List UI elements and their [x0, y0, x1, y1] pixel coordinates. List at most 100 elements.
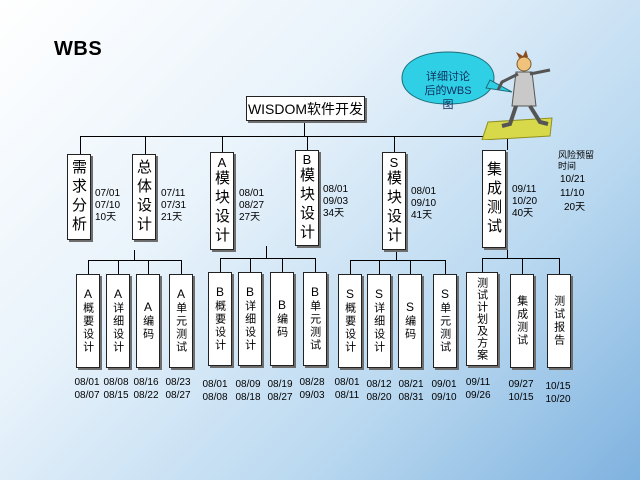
start-date: 08/23 — [163, 376, 193, 389]
duration: 27天 — [239, 212, 264, 224]
l2-node-integration-test: 集成测试 — [482, 150, 506, 248]
end-date: 10/20 — [512, 196, 537, 208]
connector-l3-8 — [315, 258, 316, 272]
l3-node-s-detail-design: S 详细设计 — [367, 274, 391, 368]
l3-node-b-coding: B 编码 — [270, 272, 294, 366]
l3-node-a-detail-design: A 详细设计 — [106, 274, 130, 368]
l2-prefix: A — [218, 156, 227, 169]
connector-s-bar — [350, 260, 445, 261]
risk-reserve-label: 风险预留时间 — [558, 150, 594, 172]
start-date: 10/21 — [560, 174, 585, 186]
connector-l3-13 — [482, 258, 483, 272]
l3-dates: 08/01 08/11 — [332, 376, 362, 402]
start-date: 08/01 — [200, 378, 230, 391]
l3-label: 详细设计 — [243, 300, 256, 352]
start-date: 09/11 — [463, 376, 493, 389]
l2-label: 总体设计 — [135, 159, 153, 235]
l3-dates: 08/16 08/22 — [131, 376, 161, 402]
connector-l2-4 — [307, 136, 308, 150]
duration: 20天 — [560, 202, 585, 214]
l2-label: 模块设计 — [298, 167, 316, 243]
connector-a-down — [134, 250, 135, 260]
end-date: 08/27 — [239, 200, 264, 212]
l3-dates: 08/12 08/20 — [364, 378, 394, 404]
connector-root-down — [304, 120, 305, 136]
connector-l3-10 — [379, 260, 380, 274]
l3-label: 概要设计 — [213, 300, 226, 352]
connector-l3-1 — [88, 260, 89, 274]
l3-label: 编码 — [403, 315, 416, 341]
start-date: 08/19 — [265, 378, 295, 391]
connector-l2-3 — [222, 136, 223, 152]
l2-label: 需求分析 — [70, 159, 88, 235]
l2-dates: 08/01 09/10 41天 — [411, 186, 436, 222]
l2-dates: 07/11 07/31 21天 — [161, 188, 186, 224]
start-date: 09/01 — [429, 378, 459, 391]
end-date: 09/26 — [463, 389, 493, 402]
duration: 40天 — [512, 208, 537, 220]
connector-b-bar — [220, 258, 315, 259]
risk-reserve-dates: 10/21 11/10 20天 — [560, 174, 585, 214]
l3-label: 集成测试 — [515, 295, 528, 347]
start-date: 07/01 — [95, 188, 120, 200]
l3-label: 详细设计 — [111, 302, 124, 354]
connector-l2-2 — [145, 136, 146, 154]
end-date: 09/03 — [323, 196, 348, 208]
l2-dates: 07/01 07/10 10天 — [95, 188, 120, 224]
l3-dates: 09/27 10/15 — [506, 378, 536, 404]
start-date: 08/01 — [239, 188, 264, 200]
l3-dates: 08/09 08/18 — [233, 378, 263, 404]
end-date: 08/15 — [101, 389, 131, 402]
start-date: 08/01 — [411, 186, 436, 198]
slide-title: WBS — [54, 38, 102, 61]
connector-l3-3 — [148, 260, 149, 274]
l3-node-test-report: 测试报告 — [547, 274, 571, 368]
start-date: 08/08 — [101, 376, 131, 389]
l3-node-a-coding: A 编码 — [136, 274, 160, 368]
l3-label: 测试报告 — [552, 295, 565, 347]
start-date: 10/15 — [543, 380, 573, 393]
duration: 21天 — [161, 212, 186, 224]
l3-node-s-coding: S 编码 — [398, 274, 422, 368]
l3-prefix: S — [375, 288, 383, 301]
l2-label: 模块设计 — [385, 170, 403, 246]
l3-dates: 08/21 08/31 — [396, 378, 426, 404]
l3-node-test-plan: 测试计划及方案 — [466, 272, 498, 366]
l3-node-s-outline-design: S 概要设计 — [338, 274, 362, 368]
start-date: 09/27 — [506, 378, 536, 391]
l2-node-module-b: B 模块设计 — [295, 150, 319, 246]
l3-prefix: S — [406, 301, 414, 314]
l3-node-integration-test: 集成测试 — [510, 274, 534, 368]
l3-label: 概要设计 — [81, 302, 94, 354]
l3-node-b-outline-design: B 概要设计 — [208, 272, 232, 366]
root-node: WISDOM软件开发 — [246, 96, 365, 121]
l3-label: 编码 — [275, 313, 288, 339]
start-date: 08/28 — [297, 376, 327, 389]
start-date: 08/16 — [131, 376, 161, 389]
l3-dates: 08/01 08/07 — [72, 376, 102, 402]
l3-dates: 10/15 10/20 — [543, 380, 573, 406]
end-date: 10/15 — [506, 391, 536, 404]
l3-prefix: A — [177, 288, 185, 301]
l3-prefix: A — [114, 288, 122, 301]
start-date: 08/12 — [364, 378, 394, 391]
connector-l3-15 — [559, 258, 560, 274]
end-date: 08/27 — [163, 389, 193, 402]
l3-prefix: B — [216, 286, 224, 299]
l3-dates: 08/23 08/27 — [163, 376, 193, 402]
l3-prefix: A — [84, 288, 92, 301]
l3-dates: 08/08 08/15 — [101, 376, 131, 402]
l3-label: 单元测试 — [438, 302, 451, 354]
l3-prefix: S — [441, 288, 449, 301]
l3-label: 测试计划及方案 — [475, 277, 488, 361]
l2-dates: 09/11 10/20 40天 — [512, 184, 537, 220]
end-date: 09/03 — [297, 389, 327, 402]
root-label: WISDOM软件开发 — [248, 99, 363, 119]
start-date: 09/11 — [512, 184, 537, 196]
l3-dates: 08/19 08/27 — [265, 378, 295, 404]
connector-s-down — [396, 250, 397, 260]
end-date: 08/08 — [200, 391, 230, 404]
connector-b-down — [266, 246, 267, 258]
l3-dates: 08/01 08/08 — [200, 378, 230, 404]
l2-dates: 08/01 08/27 27天 — [239, 188, 264, 224]
